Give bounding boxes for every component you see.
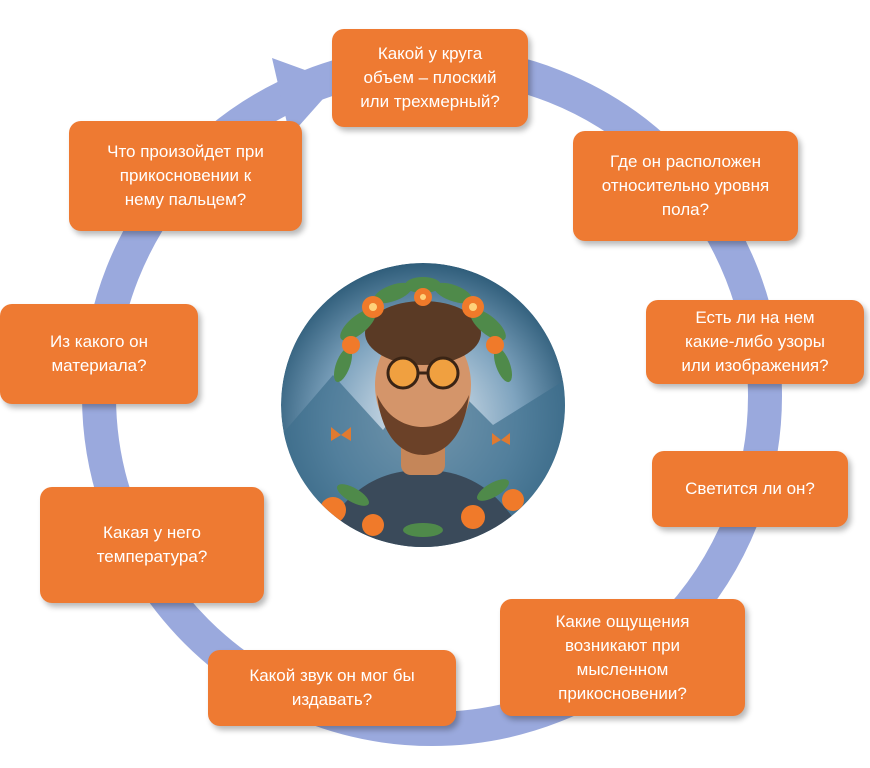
question-box-glow: Светится ли он? bbox=[652, 451, 848, 527]
question-text: Светится ли он? bbox=[685, 479, 815, 498]
question-box-touch: Что произойдет при прикосновении к нему … bbox=[69, 121, 302, 231]
question-text: Какой у круга объем – плоский или трехме… bbox=[360, 44, 500, 111]
question-text: Из какого он материала? bbox=[50, 332, 148, 375]
question-box-material: Из какого он материала? bbox=[0, 304, 198, 404]
question-box-patterns: Есть ли на нем какие-либо узоры или изоб… bbox=[646, 300, 864, 384]
question-box-temperature: Какая у него температура? bbox=[40, 487, 264, 603]
cycle-arrowhead bbox=[272, 58, 338, 136]
question-box-sound: Какой звук он мог бы издавать? bbox=[208, 650, 456, 726]
question-text: Какая у него температура? bbox=[96, 523, 208, 566]
question-text: Есть ли на нем какие-либо узоры или изоб… bbox=[681, 308, 829, 375]
question-text: Какие ощущения возникают при мысленном п… bbox=[555, 611, 690, 703]
question-text: Какой звук он мог бы издавать? bbox=[249, 666, 415, 709]
question-box-volume: Какой у круга объем – плоский или трехме… bbox=[332, 29, 528, 127]
question-text: Где он расположен относительно уровня по… bbox=[601, 152, 770, 219]
portrait-image bbox=[279, 261, 567, 549]
question-box-position: Где он расположен относительно уровня по… bbox=[573, 131, 798, 241]
question-box-sensations: Какие ощущения возникают при мысленном п… bbox=[500, 599, 745, 716]
question-text: Что произойдет при прикосновении к нему … bbox=[107, 142, 264, 209]
